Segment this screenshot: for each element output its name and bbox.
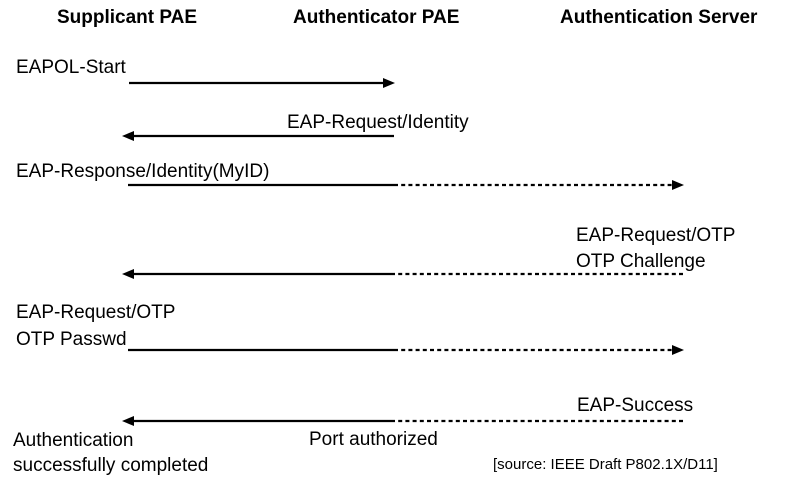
annotation-authentication-line2: successfully completed [13,455,209,476]
column-header-authentication-server: Authentication Server [560,7,758,28]
source-note: [source: IEEE Draft P802.1X/D11] [493,456,718,473]
arrow-eap-request-otp-challenge [122,269,683,279]
message-label-eapol-start: EAPOL-Start [16,57,126,78]
arrow-eap-request-identity [122,131,394,141]
column-header-authenticator: Authenticator PAE [293,7,460,28]
message-label-otp-challenge: OTP Challenge [576,251,706,272]
message-label-port-authorized: Port authorized [309,429,438,450]
message-label-eap-request-otp-passwd-line1: EAP-Request/OTP [16,302,176,323]
message-label-eap-request-otp: EAP-Request/OTP [576,225,736,246]
message-label-eap-success: EAP-Success [577,395,694,416]
message-label-otp-passwd: OTP Passwd [16,329,127,350]
arrow-eap-response-identity [128,180,684,190]
annotation-authentication-line1: Authentication [13,430,134,451]
arrow-eap-response-otp-passwd [128,345,684,355]
arrow-eap-success [122,416,683,426]
message-label-eap-response-identity: EAP-Response/Identity(MyID) [16,161,270,182]
message-label-eap-request-identity: EAP-Request/Identity [287,112,469,133]
arrow-eapol-start [129,78,395,88]
column-header-supplicant: Supplicant PAE [57,7,198,28]
